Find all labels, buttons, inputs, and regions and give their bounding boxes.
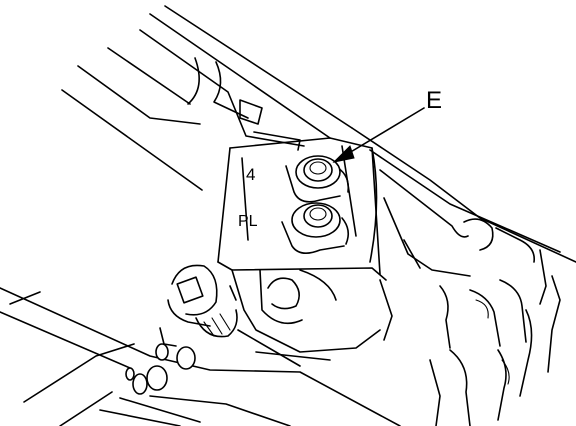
flange-bolt-heads xyxy=(125,343,196,395)
upper-housing xyxy=(61,5,353,191)
callout-arrow xyxy=(332,107,425,163)
port-4-fitting xyxy=(285,155,350,203)
lower-flange xyxy=(0,287,401,426)
lower-mount xyxy=(217,261,393,353)
callout-label-e: E xyxy=(426,87,442,114)
drain-plug xyxy=(167,264,238,338)
port-label-pl: PL xyxy=(238,213,258,230)
right-housing xyxy=(351,127,576,426)
port-pl-fitting xyxy=(281,202,350,254)
port-block xyxy=(217,137,381,275)
port-label-4: 4 xyxy=(246,165,255,184)
